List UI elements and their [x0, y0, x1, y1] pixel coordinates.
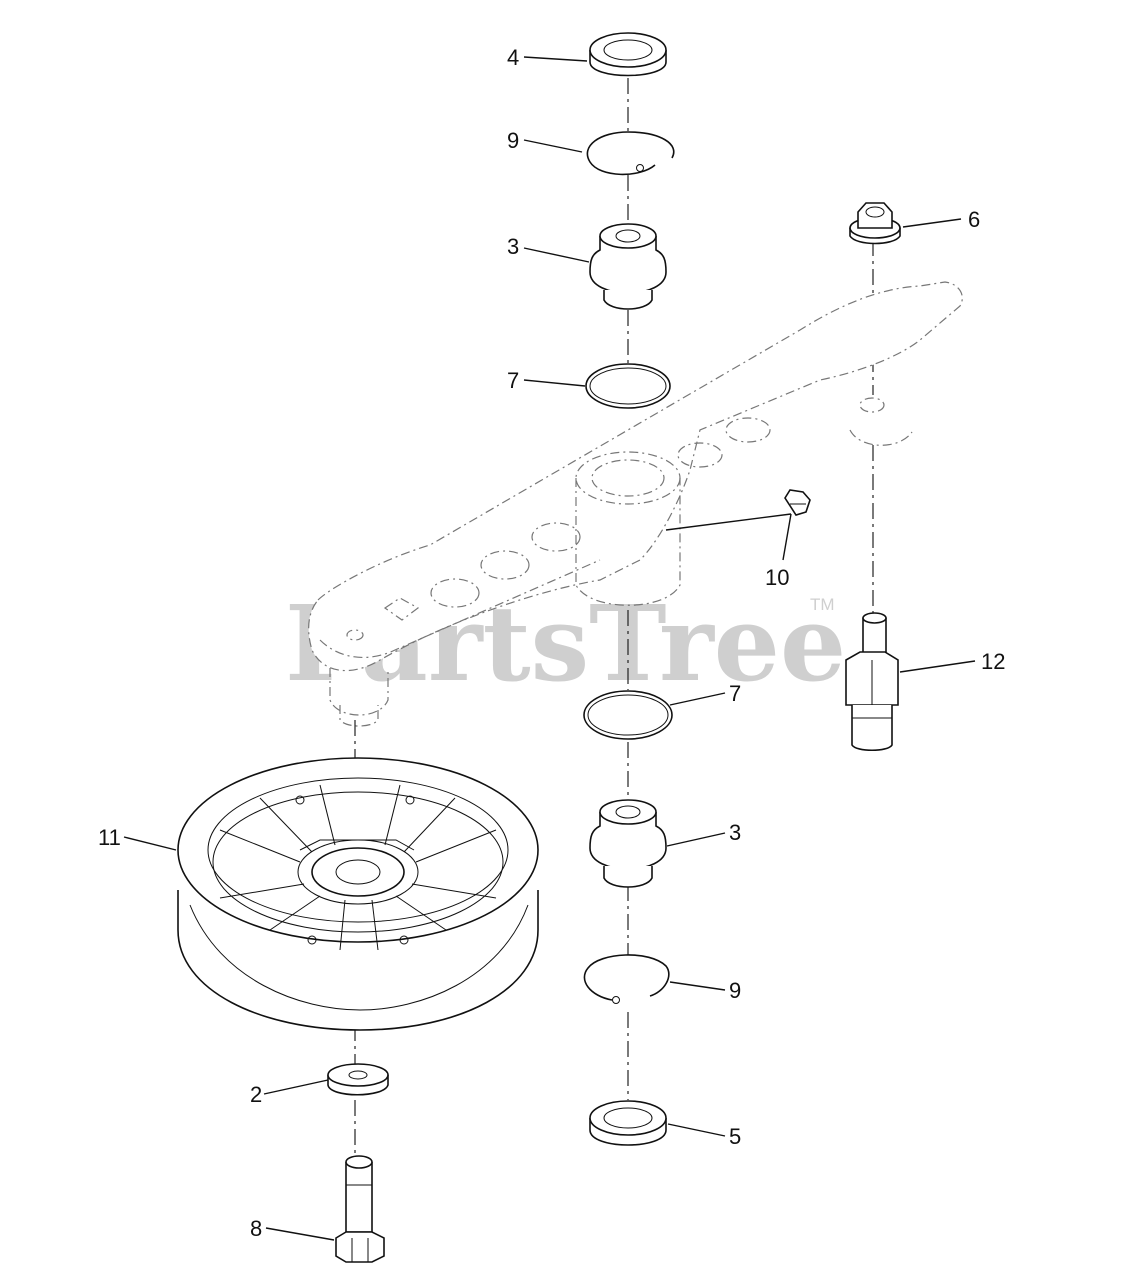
callout-6: 6 — [968, 207, 980, 232]
callout-9-top: 9 — [507, 128, 519, 153]
bolt-part-8 — [335, 1155, 385, 1263]
callout-3-top: 3 — [507, 234, 519, 259]
leader-lines — [123, 56, 976, 1241]
callout-4: 4 — [507, 45, 519, 70]
flange-nut-part-6 — [849, 202, 901, 245]
callout-9-bottom: 9 — [729, 978, 741, 1003]
callout-8: 8 — [250, 1216, 262, 1241]
washer-part-2 — [327, 1063, 389, 1096]
retaining-ring-part-9-bottom — [583, 954, 670, 1004]
grease-fitting-part-10 — [784, 489, 811, 516]
retaining-ring-part-9-top — [586, 131, 675, 176]
callout-10: 10 — [765, 565, 789, 590]
callout-7-bottom: 7 — [729, 681, 741, 706]
o-ring-part-7-top — [585, 363, 671, 409]
seal-part-4 — [589, 32, 667, 77]
callout-5: 5 — [729, 1124, 741, 1149]
idler-pulley-part-11 — [177, 757, 539, 1031]
callout-3-bottom: 3 — [729, 820, 741, 845]
callout-2: 2 — [250, 1082, 262, 1107]
seal-part-5 — [589, 1100, 667, 1146]
o-ring-part-7-bottom — [583, 690, 673, 740]
idler-arm-outline — [308, 281, 963, 727]
bearing-part-3-top — [589, 223, 667, 310]
assembly-axes — [354, 78, 874, 1155]
watermark-trademark: TM — [810, 595, 835, 614]
bearing-part-3-bottom — [589, 799, 667, 888]
callout-11: 11 — [98, 825, 121, 850]
callout-labels: 4 9 3 6 7 10 12 7 11 3 9 2 5 8 — [98, 45, 1005, 1241]
callout-7-top: 7 — [507, 368, 519, 393]
callout-12: 12 — [981, 649, 1005, 674]
pivot-stud-part-12 — [845, 612, 899, 752]
